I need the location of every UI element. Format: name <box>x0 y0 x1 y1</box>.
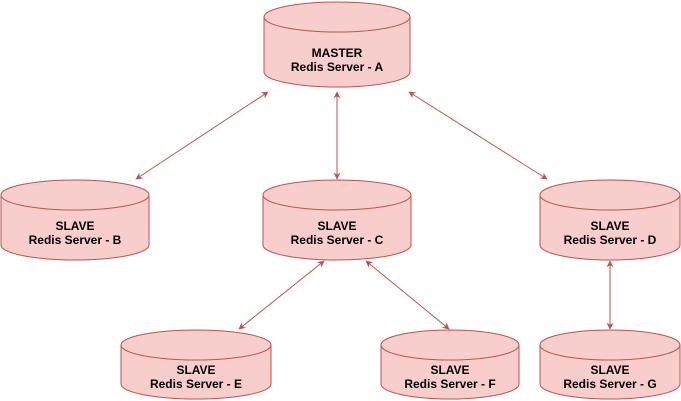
edge-a-b <box>135 91 269 180</box>
cylinder-rim <box>0 194 150 211</box>
cylinder-body <box>380 329 520 400</box>
node-role: SLAVE <box>176 363 215 377</box>
node-redis-server-e: SLAVE Redis Server - E <box>120 329 272 400</box>
cylinder-body <box>120 329 272 400</box>
cylinder-rim <box>380 344 520 361</box>
node-name: Redis Server - C <box>291 233 384 247</box>
cylinder-rim <box>539 344 681 361</box>
cylinder-body <box>539 329 681 400</box>
node-redis-server-a: MASTER Redis Server - A <box>263 1 411 88</box>
node-redis-server-b: SLAVE Redis Server - B <box>0 179 150 261</box>
node-role: SLAVE <box>590 219 629 233</box>
node-role: SLAVE <box>317 219 356 233</box>
edge-c-e <box>238 260 325 330</box>
node-redis-server-g: SLAVE Redis Server - G <box>539 329 681 400</box>
cylinder-body <box>539 179 681 261</box>
cylinder-body <box>263 1 411 88</box>
cylinder-body <box>262 179 412 261</box>
node-role: MASTER <box>312 46 363 60</box>
node-redis-server-c: SLAVE Redis Server - C <box>262 179 412 261</box>
node-redis-server-f: SLAVE Redis Server - F <box>380 329 520 400</box>
node-role: SLAVE <box>55 219 94 233</box>
node-name: Redis Server - A <box>291 60 384 74</box>
node-name: Redis Server - D <box>564 233 657 247</box>
node-name: Redis Server - E <box>150 377 242 391</box>
node-role: SLAVE <box>590 363 629 377</box>
cylinder-rim <box>120 344 272 361</box>
node-name: Redis Server - B <box>29 233 122 247</box>
edge-a-d <box>408 91 548 180</box>
node-role: SLAVE <box>430 363 469 377</box>
cylinder-rim <box>263 16 411 33</box>
cylinder-rim <box>539 194 681 211</box>
cylinder-body <box>0 179 150 261</box>
cylinder-rim <box>262 194 412 211</box>
node-redis-server-d: SLAVE Redis Server - D <box>539 179 681 261</box>
node-name: Redis Server - G <box>563 377 656 391</box>
edge-c-f <box>365 260 450 330</box>
node-name: Redis Server - F <box>404 377 495 391</box>
